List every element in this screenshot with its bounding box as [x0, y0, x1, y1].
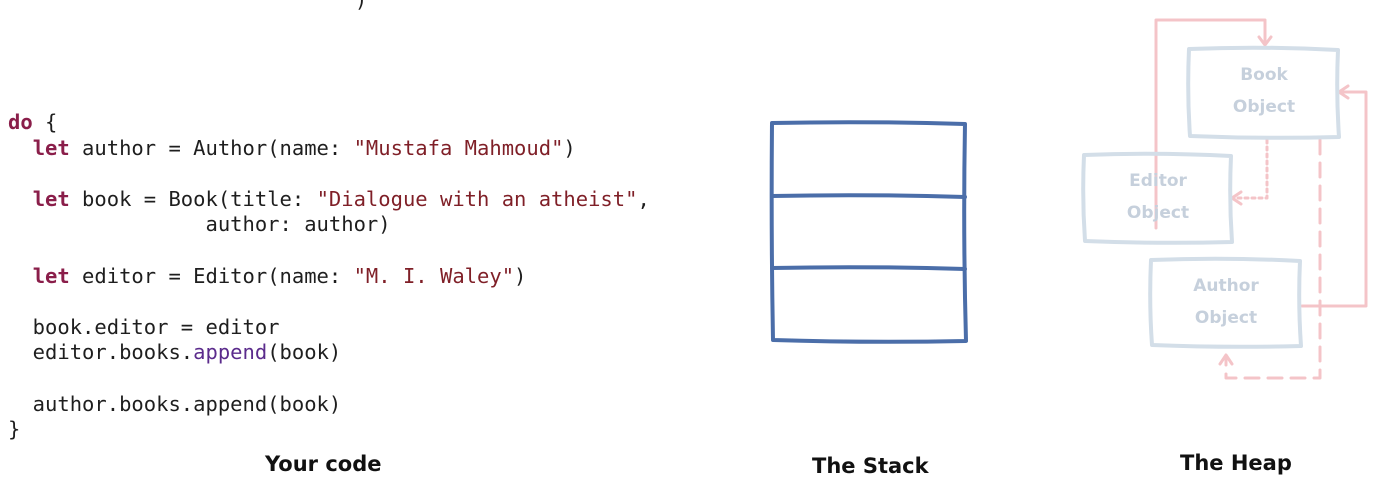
code-token: (book) [267, 340, 342, 365]
code-token: do [8, 110, 33, 134]
code-token: let [32, 263, 70, 288]
code-line: let editor = Editor(name: "M. I. Waley") [8, 264, 650, 290]
code-token: { [32, 110, 58, 134]
caption-the-stack: The Stack [812, 454, 929, 478]
code-token: author: author) [8, 212, 391, 237]
code-line: author: author) [8, 212, 650, 238]
code-line: let author = Author(name: "Mustafa Mahmo… [8, 136, 650, 162]
code-line: do { [8, 110, 650, 136]
book-object-label-line2: Object [1232, 97, 1296, 117]
heap-objects [1081, 45, 1341, 349]
caption-the-heap: The Heap [1180, 451, 1292, 475]
editor-object-label-line2: Object [1126, 203, 1190, 223]
code-line: } [8, 417, 650, 443]
code-token: book = Book(title: [69, 186, 317, 211]
stack-divider-1 [770, 193, 967, 199]
arrow-editor-to-book-head [1218, 353, 1234, 366]
code-token: } [8, 417, 21, 442]
author-object-label-line1: Author [1193, 276, 1259, 296]
caption-your-code: Your code [265, 452, 382, 476]
code-token: book.editor = editor [8, 314, 280, 339]
code-token: "M. I. Waley" [353, 263, 515, 288]
code-token: editor.books. [8, 340, 194, 365]
code-token: ) [563, 135, 576, 160]
stack-divider-2 [770, 265, 967, 271]
book-object-label-line1: Book [1240, 65, 1288, 85]
code-fragment-top: ) [355, 0, 368, 12]
book-object-box [1186, 45, 1341, 140]
code-token: "Mustafa Mahmoud" [353, 135, 564, 160]
author-object-label: Author Object [1152, 270, 1300, 334]
arrow-editor-to-book [1224, 138, 1322, 380]
code-token: author = Author(name: [69, 135, 354, 160]
code-line: let book = Book(title: "Dialogue with an… [8, 187, 650, 213]
code-token: , [637, 186, 650, 211]
stack-outline [769, 120, 968, 344]
book-object-label: Book Object [1190, 59, 1338, 123]
author-object-label-line2: Object [1194, 308, 1258, 328]
editor-object-label-line1: Editor [1129, 171, 1187, 191]
arrow-author-to-book [1154, 18, 1267, 230]
code-line: editor.books.append(book) [8, 340, 650, 366]
arrow-author-to-book-head [1257, 35, 1273, 47]
code-token: editor = Editor(name: [69, 263, 354, 288]
code-token: ) [514, 263, 527, 288]
code-token: author.books.append(book) [8, 391, 342, 416]
arrow-book-to-author [1300, 90, 1368, 308]
author-object-box [1148, 256, 1303, 349]
code-line: author.books.append(book) [8, 392, 650, 418]
code-token: let [32, 135, 70, 160]
code-token: let [32, 186, 70, 211]
editor-object-box [1081, 151, 1234, 245]
code-token: append [193, 340, 268, 365]
arrow-book-to-editor [1231, 138, 1269, 200]
code-line: book.editor = editor [8, 315, 650, 341]
heap-arrows [1154, 18, 1368, 380]
editor-object-label: Editor Object [1084, 165, 1232, 229]
code-block: do { let author = Author(name: "Mustafa … [8, 110, 650, 443]
code-token: "Dialogue with an atheist" [316, 186, 638, 211]
stack-diagram [769, 120, 968, 344]
